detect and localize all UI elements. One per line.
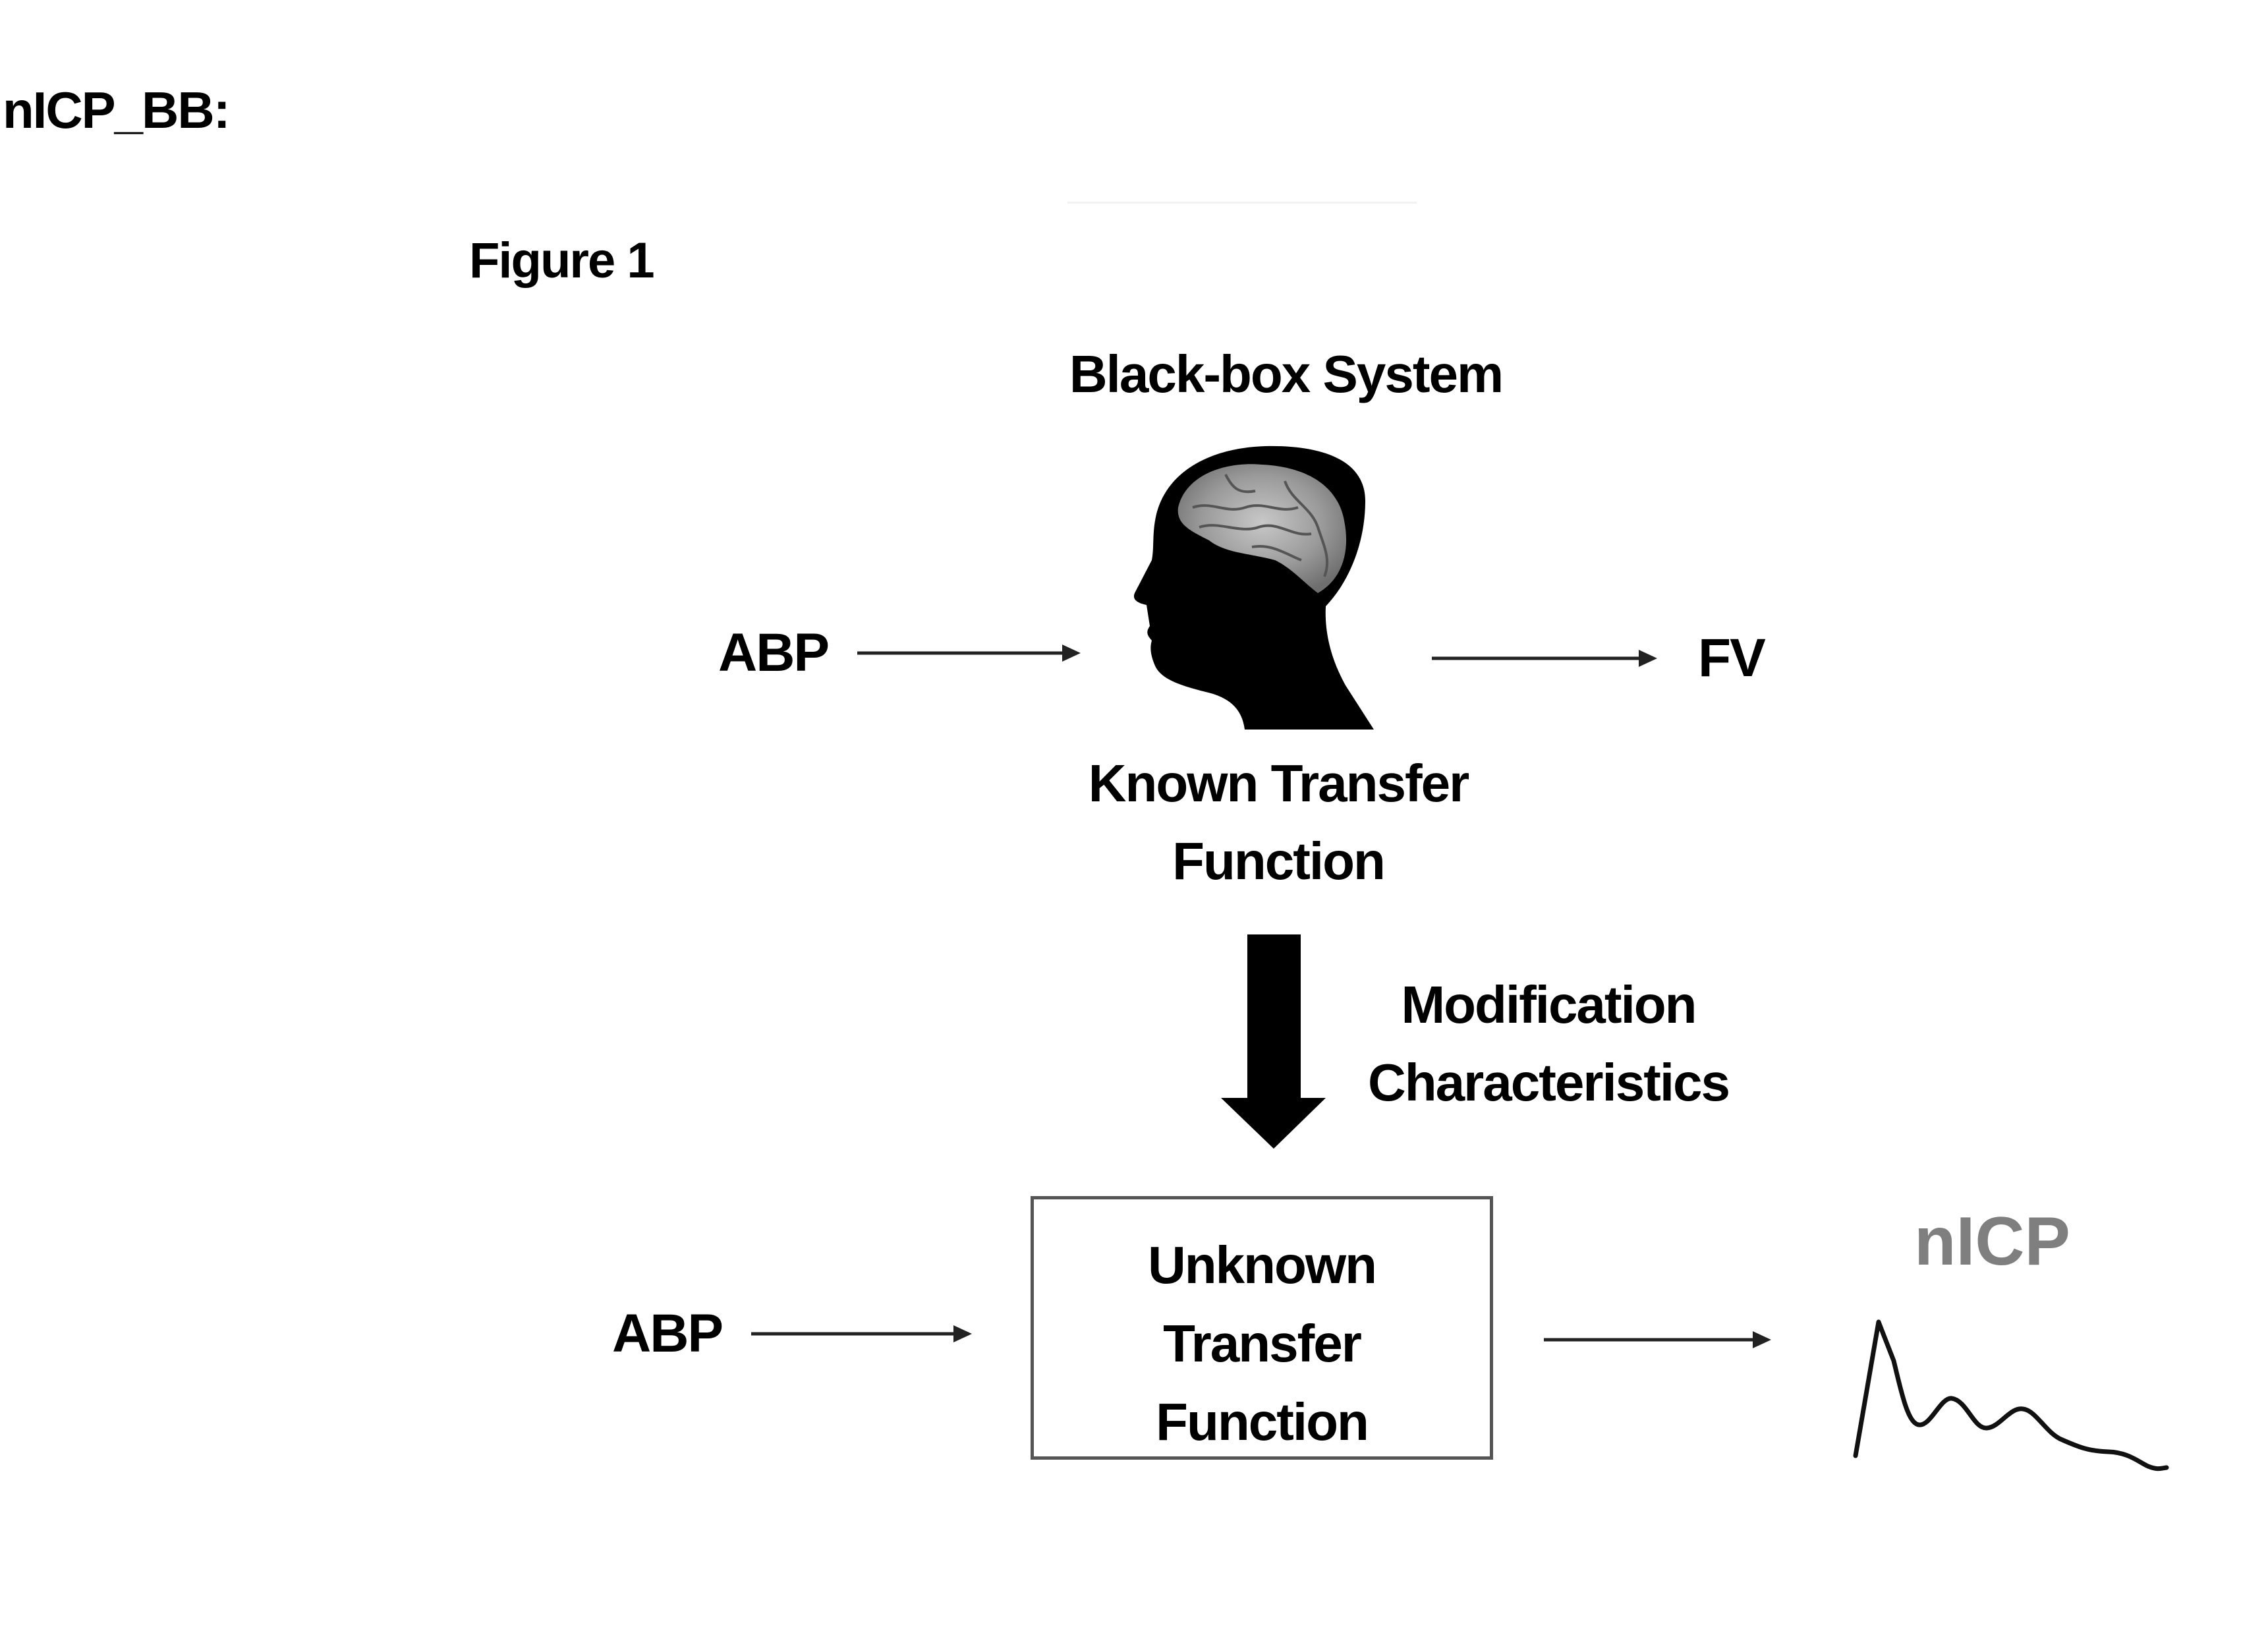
top-output-arrow [1432, 650, 1657, 667]
unknown-transfer-function-box: Unknown Transfer Function [1031, 1196, 1493, 1460]
top-input-arrow [857, 645, 1081, 662]
unknown-tf-line-2: Transfer [1163, 1314, 1362, 1373]
mod-line-1: Modification [1401, 975, 1697, 1034]
section-label: nICP_BB: [3, 81, 231, 139]
unknown-tf-label: Unknown Transfer Function [1034, 1226, 1490, 1461]
unknown-tf-line-1: Unknown [1148, 1236, 1377, 1294]
known-transfer-function-label: Known Transfer Function [1028, 745, 1529, 900]
top-input-label: ABP [718, 623, 830, 683]
bottom-input-label: ABP [612, 1304, 723, 1363]
head-silhouette [1133, 445, 1374, 730]
top-output-label: FV [1698, 628, 1766, 688]
nicp-output-label: nICP [1914, 1203, 2070, 1280]
mod-line-2: Characteristics [1367, 1053, 1730, 1112]
faint-divider [1067, 202, 1417, 204]
brain-shape [1177, 464, 1347, 593]
figure-caption: Figure 1 [469, 233, 655, 289]
thick-down-arrow-icon [1221, 934, 1326, 1149]
brain-folds [1192, 474, 1329, 577]
diagram-title: Black-box System [1069, 345, 1504, 403]
known-tf-line-1: Known Transfer [1088, 754, 1470, 813]
waveform-icon [1853, 1319, 2169, 1472]
bottom-input-arrow [751, 1325, 972, 1342]
modification-characteristics-label: Modification Characteristics [1344, 966, 1753, 1122]
unknown-tf-line-3: Function [1156, 1392, 1369, 1451]
bottom-output-arrow [1544, 1331, 1771, 1348]
known-tf-line-2: Function [1172, 832, 1386, 890]
